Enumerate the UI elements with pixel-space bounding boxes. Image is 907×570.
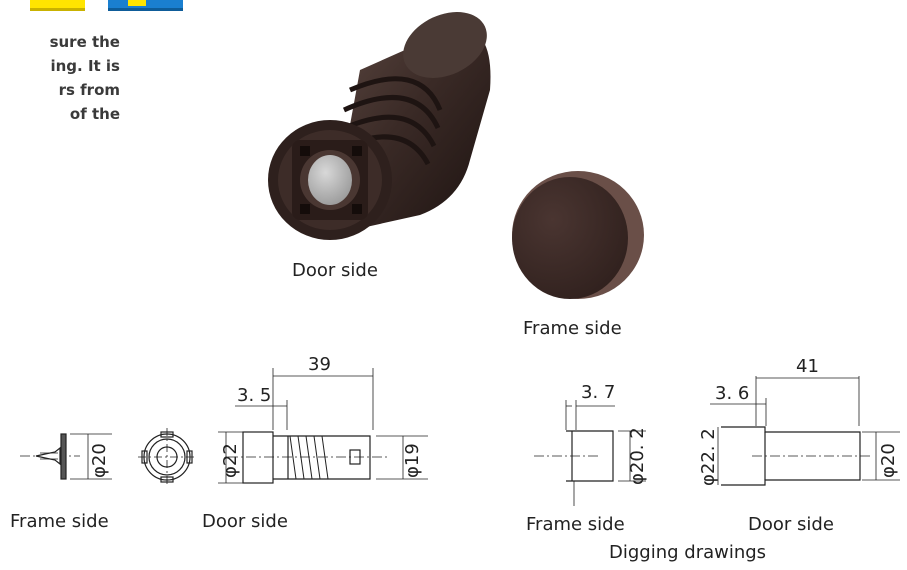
left-door-side-drawing (218, 368, 428, 484)
left-door-caption: Door side (202, 511, 288, 532)
left-flange-dim: 3. 5 (237, 385, 271, 406)
intro-text: sure the ing. It is rs from of the (49, 33, 120, 123)
left-tube-dia-dim: φ19 (402, 443, 423, 478)
right-door-length-dim: 41 (796, 356, 819, 377)
left-door-dia-dim: φ22 (220, 443, 241, 478)
frame-side-photo (512, 171, 644, 299)
photo-door-caption: Door side (292, 260, 378, 281)
left-frame-caption: Frame side (10, 511, 109, 532)
left-length-dim: 39 (308, 354, 331, 375)
right-door-digging-drawing (710, 376, 900, 486)
digging-drawings-title: Digging drawings (609, 542, 767, 563)
blue-swatch-yellow-mark (128, 0, 146, 6)
photo-frame-caption: Frame side (523, 318, 622, 339)
left-frame-dia-dim: φ20 (89, 443, 110, 478)
left-door-end-view (138, 428, 196, 486)
yellow-swatch (30, 0, 85, 11)
right-door-dia-dim: φ22. 2 (698, 428, 719, 486)
right-frame-caption: Frame side (526, 514, 625, 535)
door-side-photo (268, 12, 491, 240)
right-frame-depth-dim: 3. 7 (581, 382, 615, 403)
right-door-caption: Door side (748, 514, 834, 535)
right-hole-dia-dim: φ20 (878, 443, 899, 478)
left-frame-side-drawing (20, 433, 112, 480)
right-frame-dia-dim: φ20. 2 (627, 427, 648, 485)
right-frame-digging-drawing (534, 400, 646, 506)
right-door-depth-dim: 3. 6 (715, 383, 749, 404)
